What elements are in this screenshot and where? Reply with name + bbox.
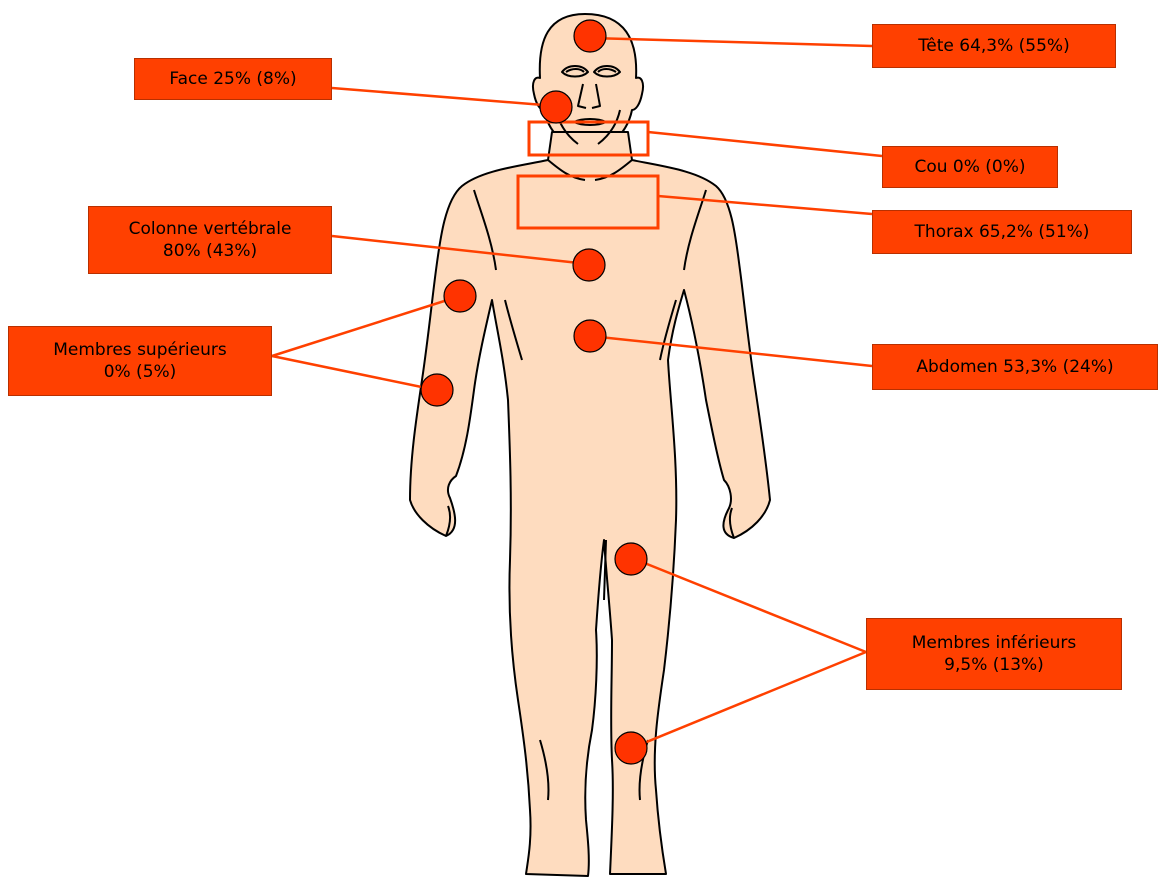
label-colonne: Colonne vertébrale 80% (43%) [88, 206, 332, 274]
label-face-text: Face 25% (8%) [169, 68, 296, 90]
label-thorax-text: Thorax 65,2% (51%) [915, 221, 1090, 243]
connector-cou [648, 132, 882, 156]
marker-abdomen [574, 320, 606, 352]
label-face: Face 25% (8%) [134, 58, 332, 100]
marker-face [540, 91, 572, 123]
marker-cuisse [615, 543, 647, 575]
connector-membres-inf-2 [632, 652, 866, 748]
torso-shape [410, 132, 770, 876]
marker-tete [574, 20, 606, 52]
label-membres-sup-line1: Membres supérieurs [53, 339, 227, 361]
label-colonne-line1: Colonne vertébrale [129, 218, 292, 240]
marker-jambe [615, 732, 647, 764]
label-membres-inf-line1: Membres inférieurs [912, 632, 1077, 654]
connector-membres-sup-2 [272, 356, 436, 390]
marker-colonne [573, 249, 605, 281]
label-cou-text: Cou 0% (0%) [914, 156, 1025, 178]
label-membres-inferieurs: Membres inférieurs 9,5% (13%) [866, 618, 1122, 690]
connector-face [332, 88, 556, 106]
label-tete-text: Tête 64,3% (55%) [918, 35, 1069, 57]
label-colonne-line2: 80% (43%) [163, 240, 257, 262]
label-abdomen-text: Abdomen 53,3% (24%) [916, 356, 1113, 378]
marker-bras-bas [421, 374, 453, 406]
marker-bras-haut [444, 280, 476, 312]
human-body-figure [410, 14, 770, 876]
label-abdomen: Abdomen 53,3% (24%) [872, 344, 1158, 390]
label-membres-sup-line2: 0% (5%) [104, 361, 177, 383]
label-membres-inf-line2: 9,5% (13%) [944, 654, 1044, 676]
label-cou: Cou 0% (0%) [882, 146, 1058, 188]
label-thorax: Thorax 65,2% (51%) [872, 210, 1132, 254]
label-tete: Tête 64,3% (55%) [872, 24, 1116, 68]
label-membres-superieurs: Membres supérieurs 0% (5%) [8, 326, 272, 396]
